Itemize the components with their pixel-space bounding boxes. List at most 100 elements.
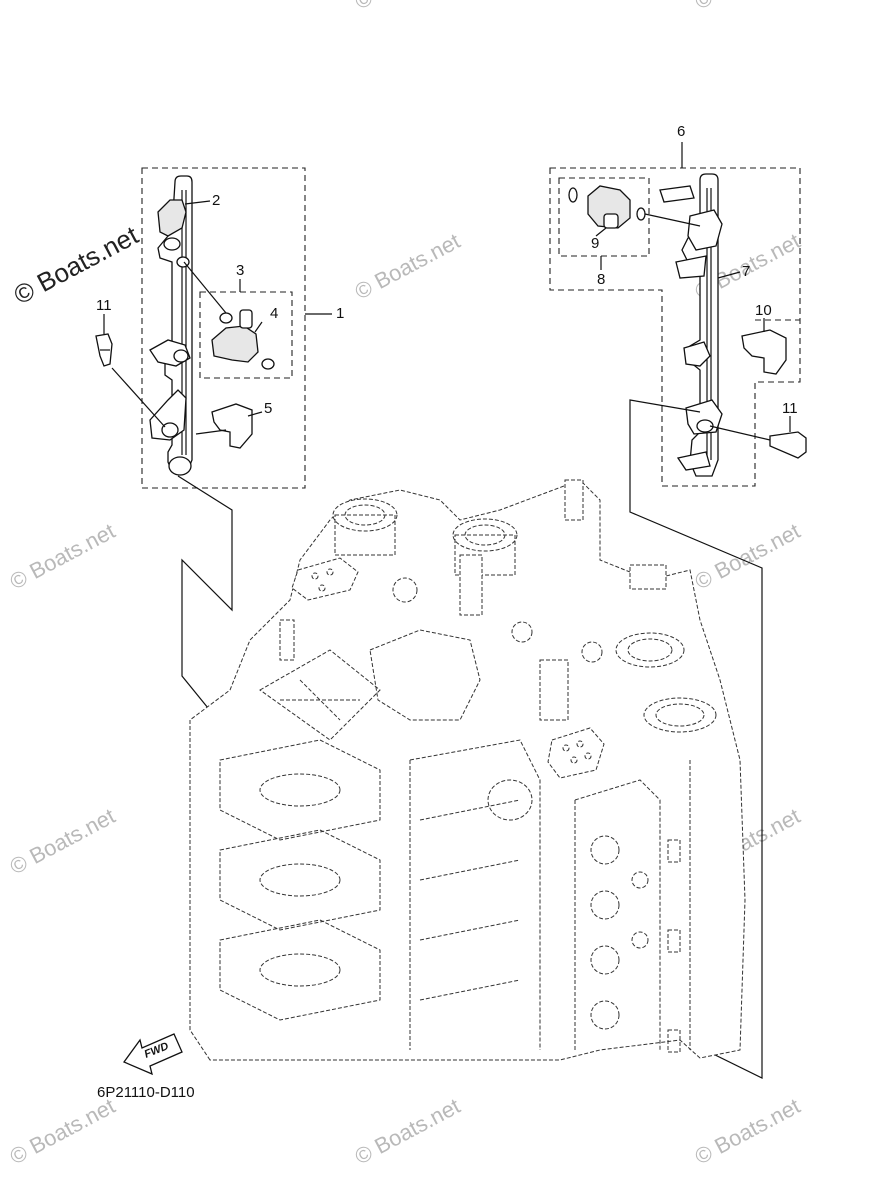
rail-bracket (687, 209, 723, 251)
bolt-hole (584, 752, 592, 760)
fwd-arrow: FWD (122, 1033, 183, 1076)
center-manifold (369, 629, 481, 721)
rail-top-fitting (659, 185, 695, 203)
callout-11-left: 11 (96, 297, 112, 314)
callout-7-leader (717, 271, 741, 279)
callout-7: 7 (742, 263, 750, 280)
top-boss (629, 564, 667, 590)
top-tab (564, 479, 584, 521)
bore-small (590, 835, 620, 865)
bore (259, 863, 341, 897)
bolt-hole (311, 572, 319, 580)
watermark: © Boats.net (691, 0, 805, 14)
callout-layer: 1 2 3 4 5 6 7 8 9 10 11 11 (96, 123, 798, 432)
bolt-hole (570, 756, 578, 764)
rail-mount-tab (667, 1029, 681, 1053)
bore-small (590, 890, 620, 920)
engine-outline (189, 479, 746, 1061)
rail-port (163, 237, 181, 251)
rail-bracket (675, 255, 707, 279)
injector-kit-boundary-right (558, 177, 650, 257)
fuel-injector-left (211, 325, 259, 363)
watermark: © Boats.net (691, 518, 805, 594)
injector-clip-left (211, 403, 253, 449)
watermark: © Boats.net (6, 803, 120, 879)
rail-bracket (676, 451, 711, 471)
right-fuel-rail-assembly (549, 167, 807, 1079)
left-assembly-boundary (141, 167, 306, 489)
bore (259, 953, 341, 987)
injector-tip (239, 309, 253, 329)
callout-4: 4 (270, 305, 278, 322)
injector-clip-right (741, 329, 787, 375)
block-cavity (219, 739, 381, 841)
callout-8: 8 (597, 271, 605, 288)
boss (487, 779, 533, 821)
watermark: © Boats.net (351, 0, 465, 14)
top-boss (459, 554, 483, 616)
clip-leader (195, 429, 227, 435)
bolt-hole (318, 584, 326, 592)
callout-2: 2 (212, 192, 220, 209)
top-boss-round (392, 577, 418, 603)
pressure-regulator-part (157, 199, 187, 237)
bore-small (590, 945, 620, 975)
watermark: © Boats.net (351, 1093, 465, 1169)
top-boss-round (511, 621, 533, 643)
callout-2-leader (184, 200, 211, 205)
top-boss-round (581, 641, 603, 663)
callout-1: 1 (336, 305, 344, 322)
callout-9: 9 (591, 235, 599, 252)
intake-port-inner (627, 638, 673, 662)
right-assembly-to-engine-line (629, 399, 763, 1079)
block-cavity (219, 919, 381, 1021)
left-assembly-to-engine-line (177, 475, 233, 709)
watermark: © Boats.net (6, 518, 120, 594)
bolt-leader (709, 425, 771, 441)
watermark-primary: © Boats.net (9, 219, 144, 310)
block-cavity (219, 829, 381, 931)
callout-4-leader (254, 321, 263, 333)
injector-leader (183, 261, 227, 314)
port-neck (454, 534, 516, 576)
manifold-ribs (259, 649, 381, 741)
bore (259, 773, 341, 807)
engine-block (189, 479, 746, 1061)
port-neck (334, 514, 396, 556)
o-ring (636, 207, 646, 221)
watermark: © Boats.net (6, 1093, 120, 1169)
injector-tip (603, 213, 619, 229)
callout-9-leader (595, 227, 607, 237)
side-tab (279, 619, 295, 661)
watermark: © Boats.net (691, 1093, 805, 1169)
fuel-injector-right (587, 185, 631, 229)
bolt-right (769, 431, 807, 459)
bolt-hole (576, 740, 584, 748)
rail-mount-tab (667, 839, 681, 863)
block-web (409, 739, 541, 1050)
callout-10: 10 (755, 302, 772, 319)
callout-11-right: 11 (782, 400, 798, 417)
injector-kit-boundary-left (199, 291, 293, 379)
rail-port (173, 349, 189, 363)
bolt-leader (111, 367, 166, 428)
callout-5: 5 (264, 400, 272, 417)
rail-mount-tab (667, 929, 681, 953)
intake-port (615, 632, 685, 668)
rail-bracket (683, 341, 711, 367)
watermark: © Boats.net (351, 228, 465, 304)
callout-3: 3 (236, 262, 244, 279)
rail-port (161, 422, 179, 438)
injector-leader (644, 213, 701, 227)
o-ring (568, 187, 578, 203)
left-fuel-rail-assembly (95, 167, 306, 709)
rail-port (696, 419, 714, 433)
fwd-arrow-icon (122, 1033, 183, 1076)
right-assembly-boundary (549, 167, 801, 487)
mount-flange (547, 727, 605, 779)
callout-6: 6 (677, 123, 685, 140)
rail-bottom-fitting (168, 456, 192, 476)
o-ring (219, 312, 233, 324)
bolt-hole (326, 568, 334, 576)
bore-small (631, 871, 649, 889)
